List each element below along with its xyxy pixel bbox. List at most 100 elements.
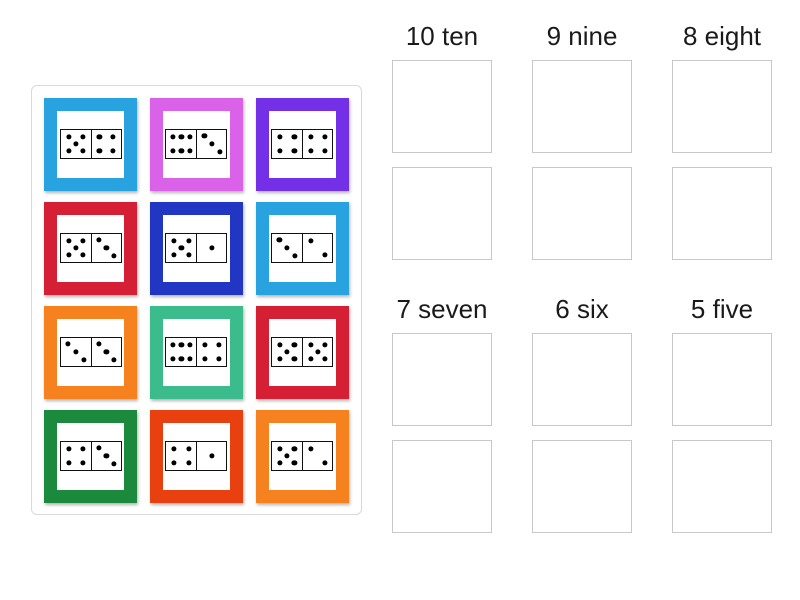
- drop-slot[interactable]: [672, 60, 772, 153]
- pip: [80, 252, 86, 258]
- category-drop-stack: [524, 333, 640, 533]
- drop-slot[interactable]: [532, 167, 632, 260]
- pip: [186, 238, 192, 244]
- pip: [66, 134, 72, 140]
- drop-slot[interactable]: [392, 333, 492, 426]
- pip: [308, 148, 314, 154]
- domino-tile[interactable]: [144, 92, 250, 196]
- pip: [291, 446, 297, 452]
- domino-half-left: [272, 338, 302, 366]
- domino-tile[interactable]: [38, 300, 144, 404]
- domino-tile[interactable]: [249, 404, 355, 508]
- pip: [277, 460, 283, 466]
- domino-graphic: [165, 233, 228, 263]
- category-title: 10 ten: [405, 21, 479, 51]
- domino-tile-frame[interactable]: [149, 305, 243, 399]
- domino-graphic: [59, 337, 122, 367]
- drop-slot[interactable]: [532, 440, 632, 533]
- domino-tile[interactable]: [38, 404, 144, 508]
- domino-tile[interactable]: [144, 196, 250, 300]
- pip: [315, 349, 321, 355]
- pip: [103, 245, 109, 251]
- domino-tile[interactable]: [249, 92, 355, 196]
- pip: [292, 253, 298, 259]
- pip: [186, 460, 192, 466]
- pip: [202, 342, 208, 348]
- pip: [66, 460, 72, 466]
- pip: [187, 342, 193, 348]
- domino-tile-frame[interactable]: [44, 201, 138, 295]
- domino-half-left: [166, 338, 196, 366]
- pip: [216, 149, 223, 155]
- pip: [178, 148, 185, 154]
- domino-half-right: [302, 234, 332, 262]
- domino-half-right: [196, 442, 226, 470]
- pip: [276, 237, 282, 243]
- pip: [291, 148, 297, 154]
- pip: [322, 148, 328, 154]
- pip: [209, 141, 215, 147]
- domino-tile[interactable]: [144, 404, 250, 508]
- pip: [308, 342, 314, 348]
- category-drop-stack: [384, 60, 500, 260]
- domino-half-left: [61, 234, 91, 262]
- domino-graphic: [271, 233, 334, 263]
- pip: [291, 134, 297, 140]
- drop-slot[interactable]: [392, 440, 492, 533]
- pip: [110, 134, 116, 140]
- domino-tile-frame[interactable]: [255, 201, 349, 295]
- category-row-bottom: 7 seven 6 six 5 five: [384, 293, 780, 533]
- domino-tile-frame[interactable]: [255, 305, 349, 399]
- category-drop-stack: [384, 333, 500, 533]
- domino-tile[interactable]: [249, 196, 355, 300]
- domino-half-right: [302, 442, 332, 470]
- pip: [80, 460, 86, 466]
- domino-half-right: [196, 130, 226, 158]
- domino-tray-grid: [38, 92, 355, 508]
- pip: [308, 134, 314, 140]
- pip: [209, 245, 215, 251]
- domino-tile-frame[interactable]: [149, 97, 243, 191]
- domino-half-right: [196, 338, 226, 366]
- pip: [171, 252, 177, 258]
- pip: [284, 245, 290, 251]
- domino-tile-frame[interactable]: [44, 97, 138, 191]
- category-title: 7 seven: [396, 294, 488, 324]
- domino-tile-frame[interactable]: [255, 97, 349, 191]
- pip: [277, 446, 283, 452]
- category-drop-stack: [664, 60, 780, 260]
- domino-half-left: [166, 234, 196, 262]
- domino-tile-frame[interactable]: [44, 305, 138, 399]
- domino-tile[interactable]: [38, 92, 144, 196]
- drop-slot[interactable]: [392, 167, 492, 260]
- drop-slot[interactable]: [672, 333, 772, 426]
- category-title: 6 six: [555, 294, 609, 324]
- pip: [209, 453, 215, 459]
- domino-tile[interactable]: [249, 300, 355, 404]
- drop-slot[interactable]: [672, 440, 772, 533]
- pip: [178, 342, 185, 348]
- domino-tile-frame[interactable]: [149, 201, 243, 295]
- domino-graphic: [271, 337, 334, 367]
- domino-half-left: [61, 130, 91, 158]
- pip: [170, 356, 176, 362]
- domino-tile[interactable]: [144, 300, 250, 404]
- drop-slot[interactable]: [392, 60, 492, 153]
- category-drop-stack: [524, 60, 640, 260]
- pip: [178, 356, 185, 362]
- pip: [96, 148, 102, 154]
- drop-slot[interactable]: [532, 333, 632, 426]
- category-column: 5 five: [664, 293, 780, 533]
- pip: [322, 356, 328, 362]
- domino-tile-frame[interactable]: [255, 409, 349, 503]
- domino-tile[interactable]: [38, 196, 144, 300]
- domino-tile-frame[interactable]: [149, 409, 243, 503]
- pip: [96, 237, 102, 243]
- drop-slot[interactable]: [532, 60, 632, 153]
- pip: [322, 252, 328, 258]
- pip: [277, 148, 283, 154]
- pip: [80, 134, 86, 140]
- domino-tile-frame[interactable]: [44, 409, 138, 503]
- drop-slot[interactable]: [672, 167, 772, 260]
